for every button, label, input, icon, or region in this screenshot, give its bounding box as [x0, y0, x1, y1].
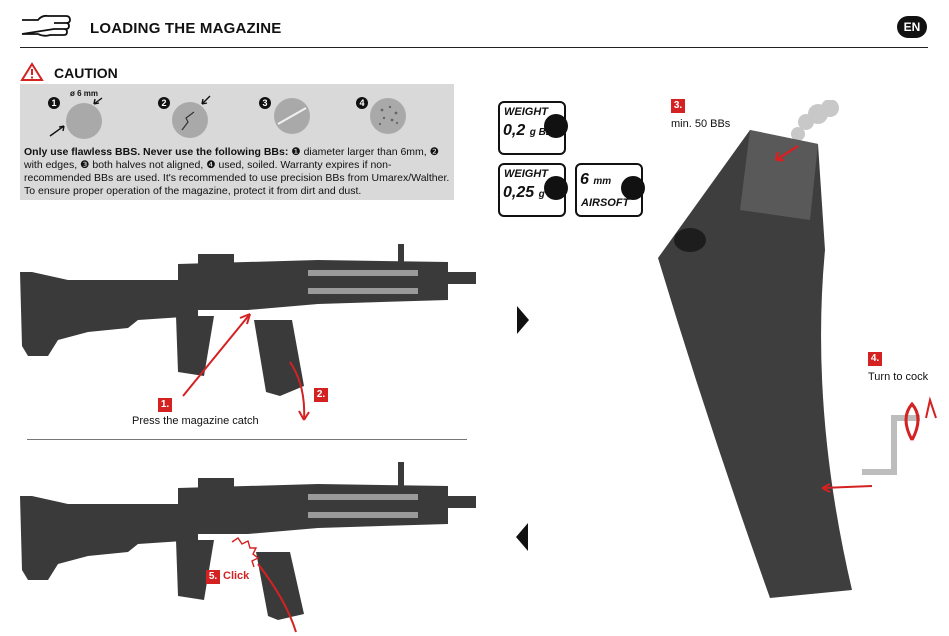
step-1-label: Press the magazine catch	[132, 415, 259, 427]
diameter-arrows	[49, 95, 211, 137]
bb-number: 2	[158, 97, 170, 109]
bb-oversize	[66, 103, 102, 139]
bb-dot-icon	[621, 176, 645, 200]
diameter-label: ø 6 mm	[70, 89, 99, 98]
forward-arrow-icon	[517, 306, 529, 334]
magazine-illustration	[658, 100, 937, 598]
caution-title: CAUTION	[54, 65, 118, 81]
badge-unit: g BB	[529, 127, 554, 138]
language-badge: EN	[897, 16, 927, 38]
bb-soiled	[370, 98, 406, 134]
badge-label: WEIGHT	[504, 106, 548, 118]
caution-text-bold: Only use flawless BBS. Never use the fol…	[24, 146, 289, 158]
step-3-badge: 3.	[671, 99, 685, 113]
badge-number: 0,25	[503, 184, 535, 201]
badge-value: 0,2 g BB	[503, 122, 553, 140]
caution-text: Only use flawless BBS. Never use the fol…	[24, 146, 450, 198]
step-5-badge: 5.	[206, 570, 220, 584]
caution-text-body: ❶ diameter larger than 6mm, ❷ with edges…	[24, 146, 450, 197]
click-label: Click	[223, 570, 250, 582]
warning-icon	[20, 62, 44, 81]
weight-badge-025: WEIGHT 0,25 g BB	[498, 163, 568, 217]
step-4-label: Turn to cock	[868, 371, 929, 383]
badge-number: 6	[580, 171, 589, 188]
header-rule	[20, 47, 928, 48]
step-4-badge: 4.	[868, 352, 882, 366]
bb-misaligned	[274, 98, 310, 134]
bb-edged	[172, 102, 208, 138]
bb-number: 4	[356, 97, 368, 109]
rifle-illustration-top	[20, 244, 476, 421]
badge-value: 6 mm	[580, 171, 611, 189]
bb-dot-icon	[544, 176, 568, 200]
caution-panel: 1 2 3 4	[20, 84, 454, 200]
weight-badge-02: WEIGHT 0,2 g BB	[498, 101, 568, 155]
bb-dot-icon	[544, 114, 568, 138]
step-2-badge: 2.	[314, 388, 328, 402]
back-arrow-icon	[516, 523, 528, 551]
badge-unit: mm	[593, 176, 612, 187]
bb-number: 3	[259, 97, 271, 109]
badge-label: AIRSOFT	[581, 197, 630, 209]
page-title: LOADING THE MAGAZINE	[90, 20, 282, 37]
section-divider	[27, 439, 467, 440]
badge-label: WEIGHT	[504, 168, 548, 180]
caliber-badge: 6 mm AIRSOFT	[575, 163, 645, 217]
badge-number: 0,2	[503, 122, 526, 139]
bb-number: 1	[48, 97, 60, 109]
step-3-label: min. 50 BBs	[671, 118, 731, 130]
rifle-illustration-bottom	[20, 462, 476, 633]
step-1-badge: 1.	[158, 398, 172, 412]
hand-pointing-icon	[21, 14, 71, 37]
